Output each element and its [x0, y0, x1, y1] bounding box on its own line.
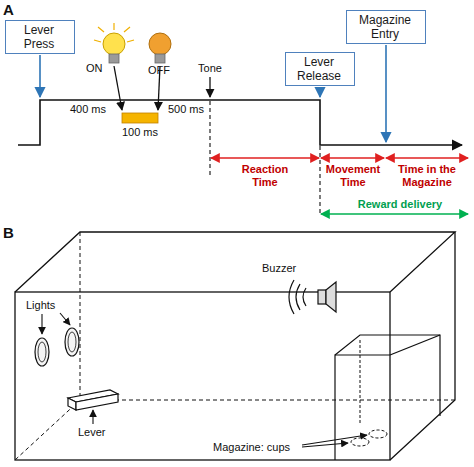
event-arrow [385, 45, 387, 142]
annotation: Magazine: cups [212, 441, 291, 454]
reaction-span [211, 157, 319, 158]
annotation: 500 ms [168, 103, 204, 116]
annotation: Lights [26, 299, 55, 312]
magazine-box [335, 335, 440, 460]
event-arrow [319, 87, 321, 97]
panel-letter: B [3, 224, 14, 241]
on-arrow [114, 66, 122, 110]
lever-signal [18, 100, 462, 145]
annotation: ON [86, 62, 103, 75]
annotation: Buzzer [262, 262, 296, 275]
reward-span [321, 213, 468, 214]
event-label: Magazine Entry [352, 13, 418, 41]
bulb-on [94, 23, 134, 63]
chamber-box [15, 232, 455, 460]
release-dash [319, 146, 320, 216]
movement-span [321, 157, 384, 158]
light-pulse [122, 113, 158, 123]
tone-dash [209, 101, 210, 178]
annotation: Time in the Magazine [389, 163, 465, 189]
lights-arrow [60, 313, 70, 325]
annotation: Tone [198, 62, 222, 75]
magazine-span [386, 157, 468, 158]
cup-arrow [302, 435, 367, 445]
panel-letter: A [3, 1, 14, 18]
annotation: OFF [148, 64, 170, 77]
event-box: Magazine Entry [346, 10, 426, 44]
annotation: Reward delivery [356, 198, 444, 211]
event-label: Lever Release [291, 55, 347, 83]
buzzer-symbol [289, 280, 336, 314]
event-label: Lever Press [11, 23, 67, 51]
lights-arrow [41, 314, 42, 334]
annotation: Movement Time [324, 163, 382, 189]
event-box: Lever Press [5, 20, 75, 54]
annotation: Lever [78, 426, 106, 439]
annotation: 100 ms [122, 126, 158, 139]
annotation: 400 ms [70, 103, 106, 116]
event-box: Lever Release [285, 52, 355, 86]
lever-symbol [68, 390, 118, 410]
bulb-off [149, 33, 171, 63]
event-arrow [39, 55, 41, 97]
tone-arrow [209, 77, 210, 97]
annotation: Reaction Time [234, 163, 296, 189]
lever-arrow [92, 410, 93, 424]
